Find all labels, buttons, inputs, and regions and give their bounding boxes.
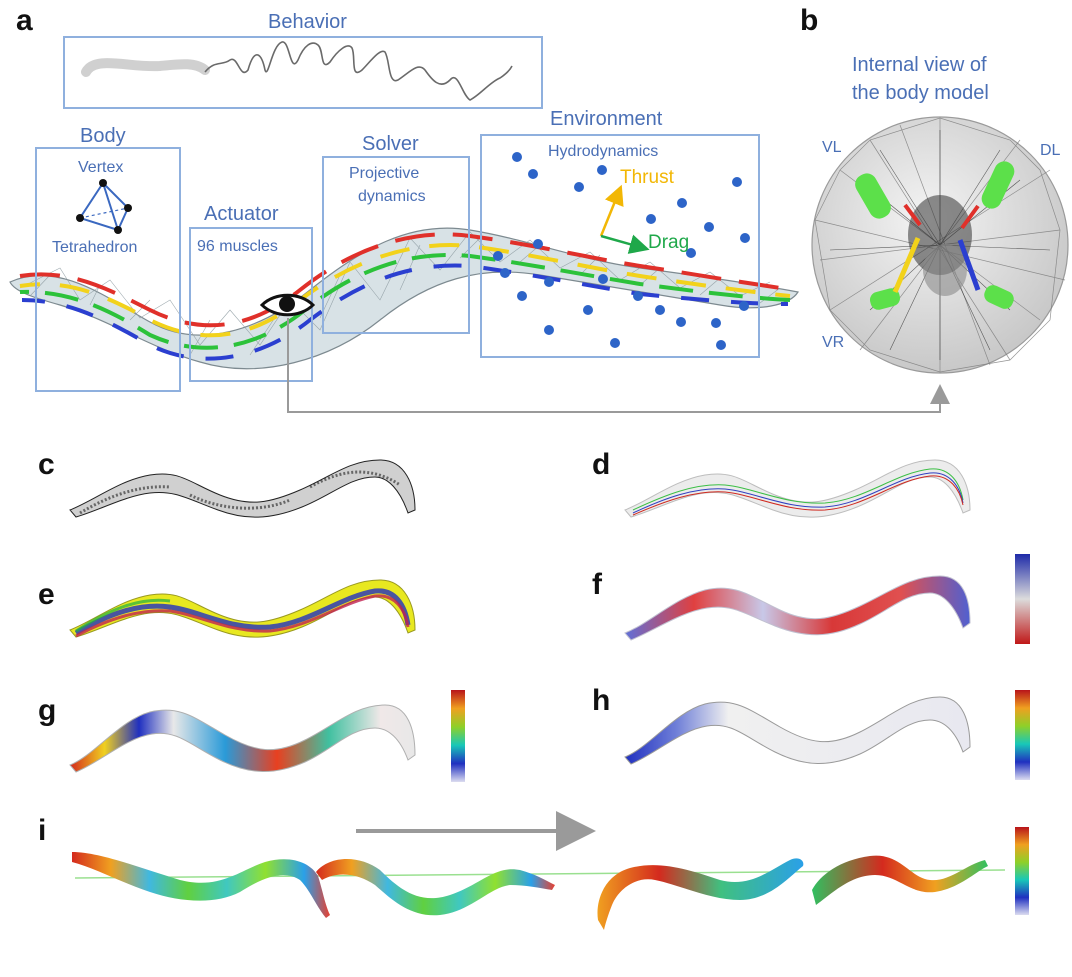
colorbar-f [1015, 554, 1030, 644]
worm-activation-h [624, 696, 971, 765]
internal-view-title-2: the body model [852, 82, 989, 104]
drag-label: Drag [648, 232, 689, 253]
muscles-label: 96 muscles [197, 238, 278, 255]
vertex-label: Vertex [78, 159, 123, 176]
solver-line2: dynamics [358, 188, 426, 205]
panel-label-c: c [38, 448, 55, 481]
environment-box [480, 134, 760, 358]
panel-label-g: g [38, 694, 56, 727]
swim-worm-4 [812, 855, 988, 905]
internal-view-title-1: Internal view of [852, 54, 987, 76]
behavior-box [63, 36, 543, 109]
colorbar-g [451, 690, 465, 782]
colorbar-i [1015, 827, 1029, 915]
hydrodynamics-label: Hydrodynamics [548, 143, 658, 160]
swim-worm-1 [72, 852, 330, 918]
panel-label-e: e [38, 578, 55, 611]
tetrahedron-label: Tetrahedron [52, 239, 137, 256]
worm-activation-g [69, 704, 416, 773]
behavior-trajectory [204, 41, 513, 101]
vl-label: VL [822, 139, 842, 156]
worm-colored-mesh-e [69, 579, 416, 638]
colorbar-h [1015, 690, 1030, 780]
panel-label-d: d [592, 448, 610, 481]
drag-arrow [600, 234, 650, 254]
thrust-label: Thrust [620, 167, 675, 188]
behavior-worm-icon [81, 58, 210, 77]
fluid-particles [493, 152, 750, 350]
vr-label: VR [822, 334, 844, 351]
eye-icon [259, 293, 316, 317]
worm-fibers-d [624, 459, 971, 518]
swim-worm-3 [597, 858, 804, 930]
panel-label-f: f [592, 568, 603, 601]
behavior-title: Behavior [268, 11, 347, 33]
solver-box [322, 156, 470, 334]
worm-stress-f [624, 575, 971, 641]
panel-label-b: b [800, 4, 818, 37]
thrust-arrow [599, 184, 624, 237]
body-cross-section [811, 116, 1069, 374]
actuator-title: Actuator [204, 203, 279, 225]
worm-mesh-c [69, 459, 416, 518]
body-title: Body [80, 125, 126, 147]
tetrahedron-icon [76, 179, 132, 234]
view-connector-arrow [287, 318, 950, 413]
main-worm [9, 227, 799, 370]
solver-line1: Projective [349, 165, 419, 182]
swim-worm-2 [316, 858, 555, 916]
panel-label-i: i [38, 814, 46, 847]
solver-title: Solver [362, 133, 419, 155]
dl-label: DL [1040, 142, 1061, 159]
body-box [35, 147, 181, 392]
environment-title: Environment [550, 108, 663, 130]
panel-label-h: h [592, 684, 610, 717]
panel-label-a: a [16, 4, 33, 37]
